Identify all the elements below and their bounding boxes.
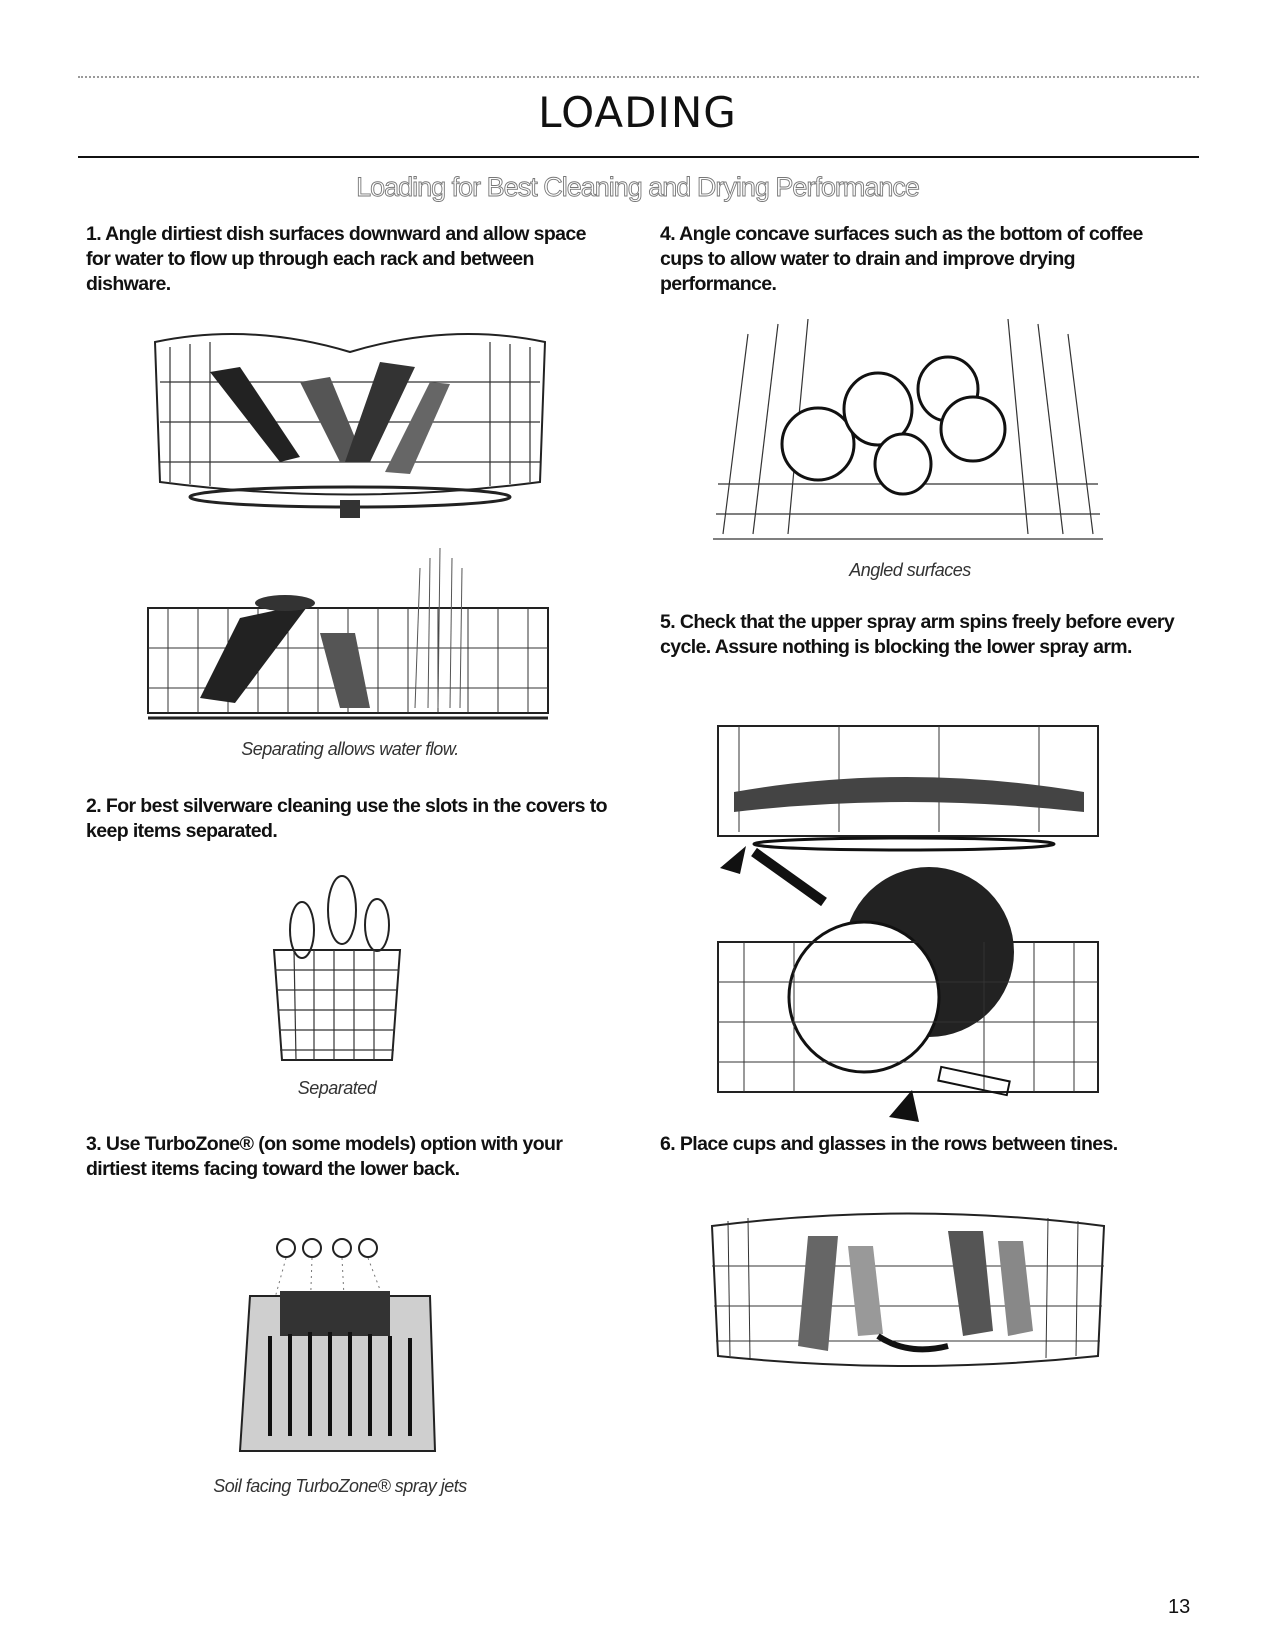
caption-separating: Separating allows water flow. — [241, 739, 459, 759]
top-dotted-rule — [78, 76, 1199, 78]
page-title: LOADING — [538, 88, 737, 137]
figure-cups-between-tines — [708, 1206, 1108, 1396]
step-6-text: 6. Place cups and glasses in the rows be… — [660, 1133, 1118, 1155]
step-4-text: 4. Angle concave surfaces such as the bo… — [660, 223, 1143, 295]
caption-soil-facing: Soil facing TurboZone® spray jets — [213, 1476, 467, 1496]
figure-upper-rack-separated-dishes — [140, 548, 560, 733]
step-2-text: 2. For best silverware cleaning use the … — [86, 795, 608, 842]
figure-silverware-basket — [262, 870, 412, 1080]
caption-separated: Separated — [297, 1078, 377, 1098]
section-subtitle: Loading for Best Cleaning and Drying Per… — [356, 172, 921, 203]
title-divider — [78, 156, 1199, 158]
step-3-text: 3. Use TurboZone® (on some models) optio… — [86, 1133, 563, 1180]
step-1-text: 1. Angle dirtiest dish surfaces downward… — [86, 223, 587, 295]
figure-spray-arm-check — [714, 722, 1104, 1132]
caption-angled: Angled surfaces — [849, 560, 971, 580]
step-5-text: 5. Check that the upper spray arm spins … — [660, 611, 1175, 658]
page-number: 13 — [1168, 1596, 1191, 1618]
figure-angled-cups — [708, 314, 1108, 554]
figure-turbozone-spray-jets — [230, 1206, 450, 1471]
figure-lower-rack-angled-dishes — [150, 322, 550, 532]
